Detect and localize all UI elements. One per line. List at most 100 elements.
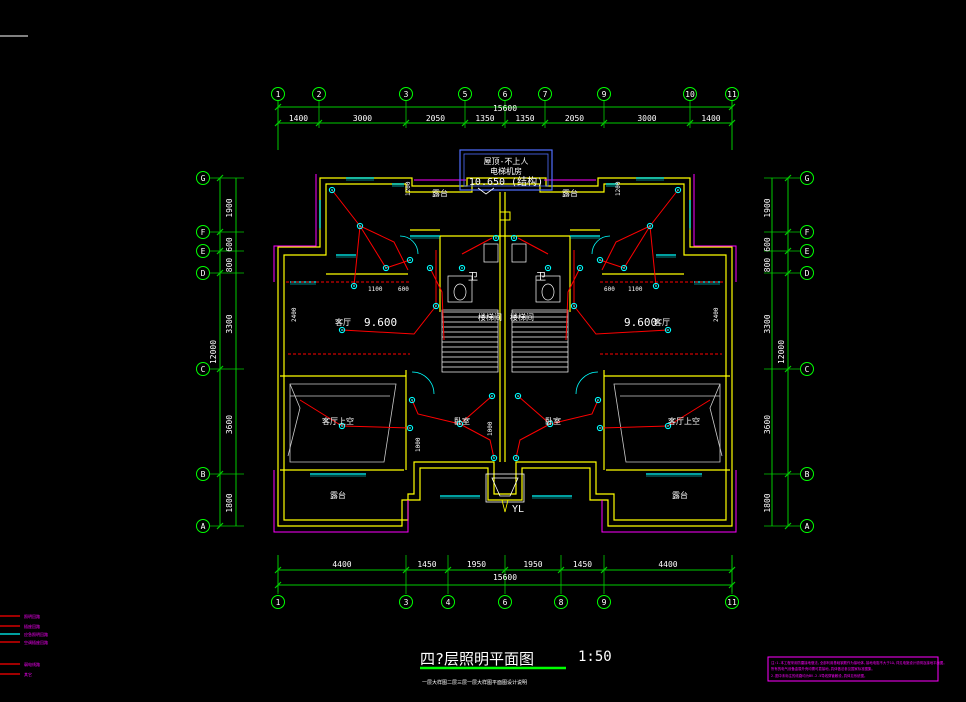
axis-right-C-label: C (805, 365, 810, 374)
axis-left-C: C (196, 362, 210, 376)
dim-bottom-total: 15600 (493, 573, 517, 582)
axis-left-B: B (196, 467, 210, 481)
dim-top-2: 2050 (426, 114, 445, 123)
dim-right-5: 1900 (763, 198, 772, 217)
axis-left-E: E (196, 244, 210, 258)
axis-bottom-1: 1 (271, 595, 285, 609)
label-bed-right: 客厅上空 (668, 416, 700, 426)
axis-right-G-label: G (805, 174, 810, 183)
axis-right-C: C (800, 362, 814, 376)
axis-left-A-label: A (201, 522, 206, 531)
notes-box: 注:1.本工程采用防雷接地做法,全部利用基础钢筋作为接地体,接地电阻不大于1Ω,… (767, 656, 947, 682)
axis-bottom-6-label: 6 (503, 598, 508, 607)
dim-right-0: 1800 (763, 493, 772, 512)
drawing-title: 四?层照明平面图 (420, 650, 534, 668)
axis-right-E: E (800, 244, 814, 258)
axis-bottom-6: 6 (498, 595, 512, 609)
dim-top-3: 1350 (475, 114, 494, 123)
label-mid-left: 卧室 (454, 416, 470, 426)
axis-bottom-9: 9 (597, 595, 611, 609)
axis-right-A-label: A (805, 522, 810, 531)
dim-left-4: 600 (225, 237, 234, 252)
dim-top-total: 15600 (493, 104, 517, 113)
axis-right-F: F (800, 225, 814, 239)
dim-top-1: 3000 (353, 114, 372, 123)
label-living-right: 客厅 (654, 317, 670, 327)
dim-top-6: 3000 (637, 114, 656, 123)
axis-top-9: 9 (597, 87, 611, 101)
axis-top-3-label: 3 (404, 90, 409, 99)
axis-bottom-4-label: 4 (446, 598, 451, 607)
axis-left-C-label: C (201, 365, 206, 374)
axis-top-7: 7 (538, 87, 552, 101)
stairs (441, 243, 569, 373)
axis-top-11: 11 (725, 87, 739, 101)
axis-left-F: F (196, 225, 210, 239)
room-labels: 客厅 客厅 9.600 9.600 客厅上空 客厅上空 卧室 卧室 露台 露台 … (322, 188, 700, 515)
dim-left-total: 12000 (209, 340, 218, 364)
axis-right-G: G (800, 171, 814, 185)
axis-top-1-label: 1 (276, 90, 281, 99)
small-dimensions: 1100 600 600 1100 1200 2400 2400 1200 10… (291, 181, 720, 452)
axis-bottom-3-label: 3 (404, 598, 409, 607)
dim-right-1: 3600 (763, 415, 772, 434)
axis-top-6: 6 (498, 87, 512, 101)
legend-label-2: 应急照明回路 (24, 631, 48, 637)
elevation-right: 9.600 (624, 316, 657, 329)
dim-top-0: 1400 (289, 114, 308, 123)
axis-left-F-label: F (201, 228, 206, 237)
label-terrace-left: 露台 (330, 490, 346, 500)
drawing-subtitle: 一层大样图二层三层一层大样图平面图设计说明 (422, 679, 527, 686)
axis-left-E-label: E (201, 247, 206, 256)
dimension-ticks (210, 101, 800, 594)
small-dim-d: 1100 (628, 286, 643, 293)
legend-label-1: 插座回路 (24, 623, 40, 629)
roof-label-1: 屋顶-不上人 (484, 157, 529, 166)
yl-riser (485, 473, 525, 513)
axis-right-D-label: D (805, 269, 810, 278)
legend-label-4: 弱电线路 (24, 661, 40, 667)
roof-label-2: 电梯机房 (490, 166, 522, 176)
label-bath-left: 卫 (468, 272, 478, 283)
legend-label-0: 照明回路 (24, 613, 40, 619)
small-dim-v3: 2400 (713, 307, 720, 322)
right-dimension-lines (771, 178, 789, 526)
axis-bottom-11: 11 (725, 595, 739, 609)
axis-right-D: D (800, 266, 814, 280)
axis-bottom-8: 8 (554, 595, 568, 609)
drawing-scale: 1:50 (578, 649, 612, 665)
axis-top-9-label: 9 (602, 90, 607, 99)
note-line-2: 所有的电气设备金属外壳均需可靠接地,具体做法参见国家标准图集。 (771, 666, 875, 671)
axis-bottom-11-label: 11 (727, 598, 737, 607)
dim-bottom-3: 1950 (523, 560, 542, 569)
axis-top-2-label: 2 (317, 90, 322, 99)
note-line-1: 注:1.本工程采用防雷接地做法,全部利用基础钢筋作为接地体,接地电阻不大于1Ω,… (771, 660, 947, 665)
drawing-title-block: 四?层照明平面图 1:50 一层大样图二层三层一层大样图平面图设计说明 (420, 649, 612, 686)
building-walls (277, 177, 733, 527)
left-dimension-lines (219, 178, 237, 526)
axis-top-10: 10 (683, 87, 697, 101)
axis-right-F-label: F (805, 228, 810, 237)
dim-bottom-5: 4400 (658, 560, 677, 569)
dim-top-4: 1350 (515, 114, 534, 123)
dim-top-5: 2050 (565, 114, 584, 123)
dim-left-5: 1900 (225, 198, 234, 217)
dim-bottom-2: 1950 (467, 560, 486, 569)
dim-right-total: 12000 (777, 340, 786, 364)
axis-right-B: B (800, 467, 814, 481)
dim-top-7: 1400 (701, 114, 720, 123)
dim-left-0: 1800 (225, 493, 234, 512)
dim-bottom-0: 4400 (332, 560, 351, 569)
dim-left-2: 3300 (225, 314, 234, 333)
dim-bottom-1: 1450 (417, 560, 436, 569)
axis-bottom-1-label: 1 (276, 598, 281, 607)
dim-left-3: 800 (225, 258, 234, 273)
small-dim-v4: 1200 (615, 181, 622, 196)
label-living-left: 客厅 (335, 317, 351, 327)
axis-top-11-label: 11 (727, 90, 737, 99)
dimension-texts: 15600 1400 3000 2050 1350 1350 2050 3000 1400 156… (209, 104, 786, 582)
small-dim-v6: 1000 (487, 421, 494, 436)
label-stair-right: 楼梯间 (510, 312, 534, 322)
small-dim-a: 1100 (368, 286, 383, 293)
